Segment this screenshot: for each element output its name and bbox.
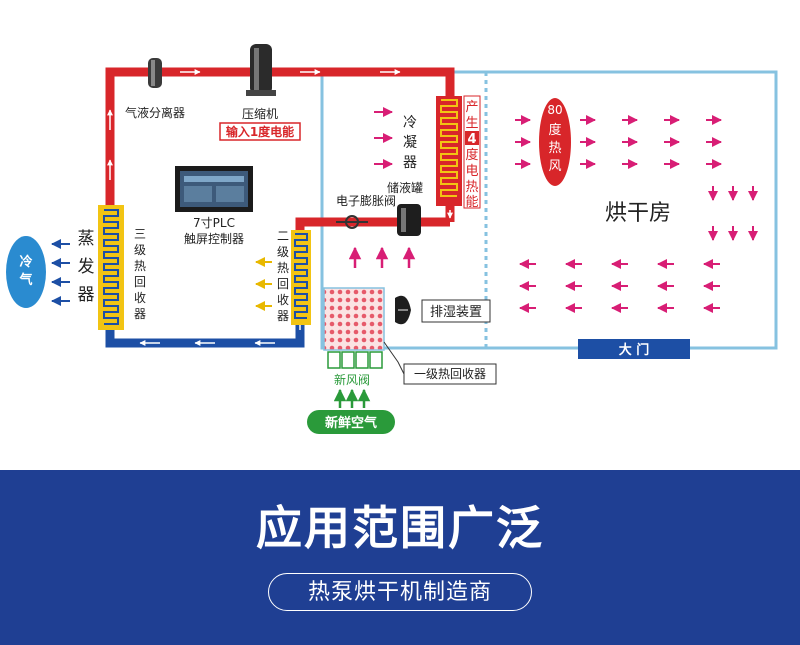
tertiary-recovery-label: 三 级 热 回 收 器 — [134, 227, 146, 321]
svg-text:生: 生 — [465, 116, 478, 131]
svg-text:新鲜空气: 新鲜空气 — [325, 415, 377, 431]
receiver-label: 储液罐 — [387, 180, 423, 195]
fresh-air-badge: 新鲜空气 — [307, 410, 395, 434]
condenser-coil — [436, 96, 462, 206]
svg-text:蒸: 蒸 — [78, 229, 95, 249]
separator-label: 气液分离器 — [125, 105, 185, 120]
room-airflow-right — [515, 115, 722, 169]
room-airflow-left — [519, 259, 720, 313]
cold-air-badge: 冷 气 — [6, 236, 46, 308]
compressor-label: 压缩机 — [242, 106, 278, 121]
hot-air-up-arrows — [348, 246, 416, 268]
secondary-recovery-coil — [291, 230, 311, 325]
hot-air-badge: 80 度 热 风 — [539, 98, 571, 186]
room-airflow-down — [708, 186, 758, 241]
svg-text:凝: 凝 — [403, 135, 417, 151]
svg-text:气: 气 — [19, 272, 32, 288]
svg-text:级: 级 — [277, 245, 289, 259]
svg-text:回: 回 — [134, 275, 146, 289]
power-input-label: 输入1度电能 — [226, 124, 294, 139]
svg-text:度: 度 — [548, 122, 561, 138]
secondary-recovery-label: 二 级 热 回 收 器 — [277, 229, 289, 323]
door: 大 门 — [578, 339, 690, 359]
power-input-box — [219, 122, 301, 141]
plc-name-label: 触屏控制器 — [184, 232, 244, 246]
svg-text:器: 器 — [403, 155, 417, 171]
evaporator-coil — [98, 205, 124, 330]
svg-text:热: 热 — [465, 180, 478, 195]
svg-text:三: 三 — [134, 227, 146, 241]
svg-text:发: 发 — [78, 257, 95, 277]
svg-text:80: 80 — [547, 103, 562, 117]
svg-text:冷: 冷 — [403, 115, 417, 131]
svg-text:冷: 冷 — [19, 254, 32, 270]
condenser-label: 冷 凝 器 — [403, 115, 417, 171]
banner-subtitle: 热泵烘干机制造商 — [268, 573, 532, 611]
drying-room-label: 烘干房 — [605, 201, 671, 226]
cold-air-arrows — [51, 239, 70, 306]
gas-liquid-separator — [148, 58, 162, 88]
expansion-valve-icon — [336, 215, 368, 229]
condenser-arrows — [374, 107, 393, 169]
svg-text:热: 热 — [134, 259, 146, 273]
warm-air-arrows — [255, 257, 272, 311]
heat-output-label: 产 生 4 度 电 热 能 — [463, 95, 481, 210]
svg-text:能: 能 — [465, 195, 478, 210]
primary-recovery-box — [403, 363, 497, 385]
svg-text:器: 器 — [78, 285, 95, 305]
primary-recovery-block — [323, 287, 385, 351]
heat-pump-diagram: 气液分离器 压缩机 输入1度电能 7寸PLC 触屏控制器 蒸 发 器 三 级 热… — [6, 44, 778, 434]
svg-text:器: 器 — [277, 309, 289, 323]
svg-text:回: 回 — [277, 277, 289, 291]
fresh-air-arrows — [333, 388, 371, 408]
primary-recovery-leader — [383, 341, 405, 375]
fresh-air-valve-icon — [327, 351, 383, 369]
dehumidify-label: 排湿装置 — [430, 305, 482, 320]
svg-text:大 门: 大 门 — [619, 342, 650, 358]
banner: 应用范围广泛 热泵烘干机制造商 — [0, 470, 800, 645]
banner-title: 应用范围广泛 — [256, 501, 544, 555]
svg-text:4: 4 — [467, 132, 476, 147]
svg-text:热: 热 — [277, 261, 289, 275]
svg-text:收: 收 — [277, 293, 289, 307]
svg-text:电: 电 — [465, 164, 478, 179]
compressor-icon — [246, 44, 276, 96]
fresh-air-valve-label: 新风阀 — [334, 372, 370, 387]
svg-text:器: 器 — [134, 307, 146, 321]
primary-recovery-label: 一级热回收器 — [414, 367, 486, 381]
dehumidify-icon — [395, 295, 411, 325]
svg-text:产: 产 — [465, 100, 478, 115]
receiver-icon — [397, 204, 421, 236]
dehumidify-box — [421, 299, 491, 323]
svg-text:收: 收 — [134, 291, 146, 305]
room-outline — [320, 70, 778, 350]
evaporator-label: 蒸 发 器 — [78, 229, 95, 305]
svg-text:级: 级 — [134, 243, 146, 257]
plc-size-label: 7寸PLC — [193, 216, 235, 230]
svg-text:风: 风 — [548, 159, 561, 174]
plc-screen — [175, 166, 253, 212]
expansion-valve-label: 电子膨胀阀 — [336, 194, 396, 208]
svg-text:度: 度 — [465, 147, 478, 163]
svg-text:二: 二 — [277, 229, 289, 243]
svg-text:热: 热 — [548, 141, 561, 156]
